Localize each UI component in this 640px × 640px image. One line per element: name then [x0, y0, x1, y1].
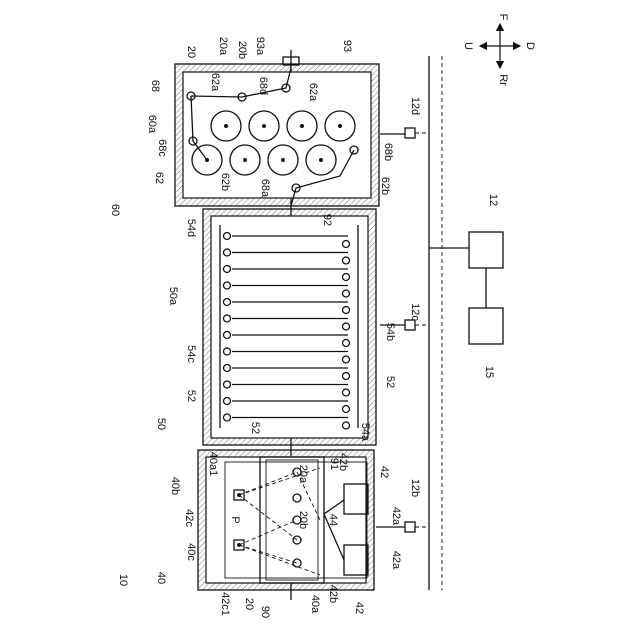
compass-rear-label: Rr — [497, 74, 509, 86]
label-l54b: 54b — [384, 323, 396, 341]
label-l52-right: 52 — [384, 376, 396, 388]
sensor-12d — [405, 128, 415, 138]
label-l62a-right: 62a — [307, 83, 319, 102]
label-l68c: 68c — [156, 139, 168, 157]
label-l40c: 40c — [185, 543, 197, 561]
label-l42a-mid: 42a — [390, 507, 402, 526]
unit-15 — [469, 308, 503, 344]
label-l42a-low: 42a — [390, 551, 402, 570]
label-l68b: 68b — [382, 143, 394, 161]
controller-12 — [469, 232, 503, 268]
label-l20a-low: 20a — [297, 465, 309, 484]
label-l54a: 54a — [359, 423, 371, 442]
label-l93: 93 — [341, 40, 353, 52]
label-l54c: 54c — [185, 345, 197, 363]
label-l40a1: 40a1 — [207, 452, 219, 476]
label-l62b-left: 62b — [219, 173, 231, 191]
compass-front-label: F — [497, 14, 509, 21]
label-l60a: 60a — [146, 115, 158, 134]
label-l68d: 68d — [257, 77, 269, 95]
label-l62b-right: 62b — [379, 177, 391, 195]
label-l68a: 68a — [259, 179, 271, 198]
label-l52-left: 52 — [185, 390, 197, 402]
label-l42b-low: 42b — [327, 585, 339, 603]
label-l90: 90 — [259, 606, 271, 618]
label-l12d: 12d — [409, 97, 421, 115]
label-l40a: 40a — [309, 595, 321, 614]
label-l42c: 42c — [183, 509, 195, 527]
compass-down-label: D — [524, 42, 536, 50]
label-l62a-top: 62a — [209, 73, 221, 92]
label-l40b: 40b — [169, 477, 181, 495]
control-bus — [405, 56, 503, 590]
label-l54d: 54d — [185, 219, 197, 237]
label-l42b-top: 42b — [337, 453, 349, 471]
label-l12c: 12c — [409, 303, 421, 321]
label-l50: 50 — [155, 418, 167, 430]
label-l20b: 20b — [236, 41, 248, 59]
label-l50a: 50a — [167, 287, 179, 306]
label-l52-bottom: 52 — [249, 422, 261, 434]
label-l62: 62 — [153, 172, 165, 184]
chamber-50 — [203, 198, 405, 456]
label-l42-low: 42 — [353, 602, 365, 614]
sensor-12c — [405, 320, 415, 330]
label-l42c1: 42c1 — [219, 592, 231, 616]
label-l93a: 93a — [254, 37, 266, 56]
sensor-12b — [405, 522, 415, 532]
label-l20-low: 20 — [243, 598, 255, 610]
label-l15: 15 — [483, 366, 495, 378]
compass-up-label: U — [462, 42, 474, 50]
label-l20a: 20a — [217, 37, 229, 56]
compass: F Rr U D — [462, 14, 536, 87]
label-l10: 10 — [117, 574, 129, 586]
label-l44: 44 — [327, 514, 339, 526]
label-l12b: 12b — [409, 479, 421, 497]
label-l42-top: 42 — [378, 466, 390, 478]
label-l12: 12 — [487, 194, 499, 206]
label-l92: 92 — [321, 214, 333, 226]
label-l20: 20 — [185, 46, 197, 58]
label-l40: 40 — [155, 572, 167, 584]
label-l60: 60 — [109, 204, 121, 216]
label-lP: P — [229, 516, 241, 523]
label-l68: 68 — [149, 80, 161, 92]
label-l20b-low: 20b — [297, 511, 309, 529]
